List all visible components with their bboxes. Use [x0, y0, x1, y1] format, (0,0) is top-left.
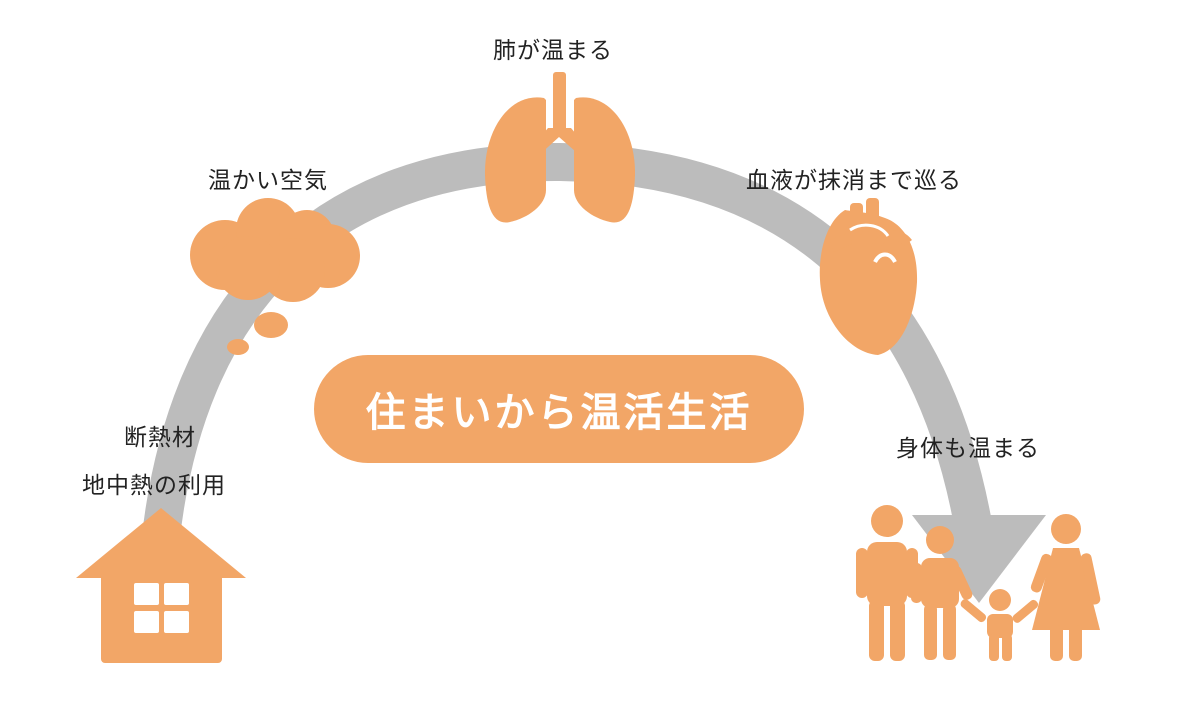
lungs-icon [484, 72, 636, 223]
label-blood-circulation: 血液が抹消まで巡る [746, 168, 962, 194]
family-icon [856, 505, 1101, 661]
label-warm-air: 温かい空気 [208, 168, 328, 194]
label-lungs-warm: 肺が温まる [493, 38, 613, 64]
label-insulation: 断熱材 [124, 425, 196, 451]
house-icon [76, 508, 246, 663]
flow-arrow-arc [141, 142, 994, 547]
cloud-icon [190, 198, 360, 355]
label-geothermal: 地中熱の利用 [82, 473, 226, 499]
heart-icon [819, 198, 918, 355]
center-title-pill: 住まいから温活生活 [314, 355, 804, 463]
label-body-warm: 身体も温まる [896, 436, 1040, 462]
center-title: 住まいから温活生活 [365, 390, 753, 436]
